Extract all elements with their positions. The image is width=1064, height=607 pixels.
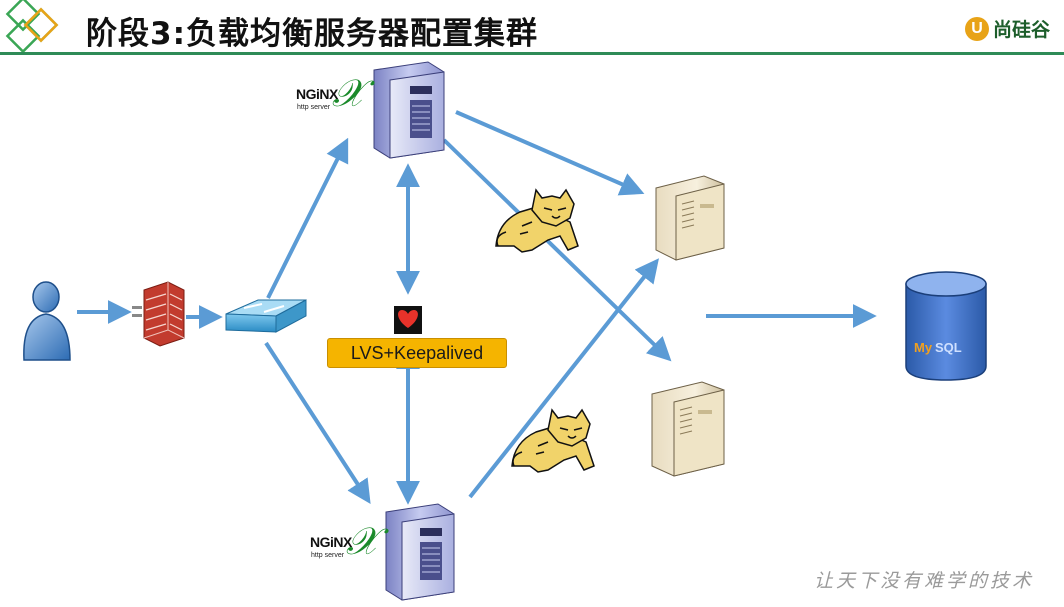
mysql-database-icon: My SQL [905, 271, 987, 381]
network-switch-icon [225, 299, 307, 333]
page-title: 阶段3:负载均衡服务器配置集群 [86, 16, 538, 52]
nginx-server-top-icon [373, 61, 445, 159]
user-icon [23, 281, 71, 361]
nginx-logo-bottom-x-icon: 𝒳 [346, 519, 379, 563]
header-divider [0, 52, 1064, 55]
nginx-logo-bottom-text: NGiNX [310, 534, 352, 550]
app-server-2-icon [651, 381, 725, 477]
arrow-switch-nginx-top [266, 137, 349, 299]
brand-mark-icon: U [964, 16, 989, 41]
mysql-label-my: My [914, 340, 933, 355]
heartbeat-icon [394, 306, 422, 334]
app-server-1-icon [655, 175, 725, 261]
lvs-keepalived-label: LVS+Keepalived [327, 338, 507, 368]
arrow-nginx-top-server1 [455, 110, 645, 196]
footer-slogan: 让天下没有难学的技术 [813, 570, 1034, 592]
tomcat-top-icon [495, 188, 579, 253]
firewall-icon [132, 281, 185, 347]
mysql-label-sql: SQL [935, 340, 962, 355]
nginx-logo-bottom-subtitle: http server [311, 552, 345, 559]
arrow-nginx-top-server2 [442, 138, 672, 362]
nginx-logo-top-text: NGiNX [296, 86, 338, 102]
nginx-logo-bottom: NGiNX 𝒳 http server [310, 522, 380, 568]
nginx-logo-top-x-icon: 𝒳 [332, 71, 365, 115]
arrow-switch-nginx-bottom [264, 341, 371, 505]
arrow-nginx-bottom-server1 [468, 258, 659, 499]
nginx-logo-top-subtitle: http server [297, 104, 331, 111]
brand-logo: U 尚硅谷 [964, 15, 1050, 42]
brand-name: 尚硅谷 [992, 19, 1050, 41]
tomcat-bottom-icon [511, 408, 595, 473]
arrows [77, 110, 877, 505]
slide-header: 阶段3:负载均衡服务器配置集群 U 尚硅谷 [0, 0, 1064, 56]
nginx-server-bottom-icon [385, 503, 455, 601]
diamond-logo-icon [5, 0, 59, 54]
nginx-logo-top: NGiNX 𝒳 http server [296, 74, 366, 120]
